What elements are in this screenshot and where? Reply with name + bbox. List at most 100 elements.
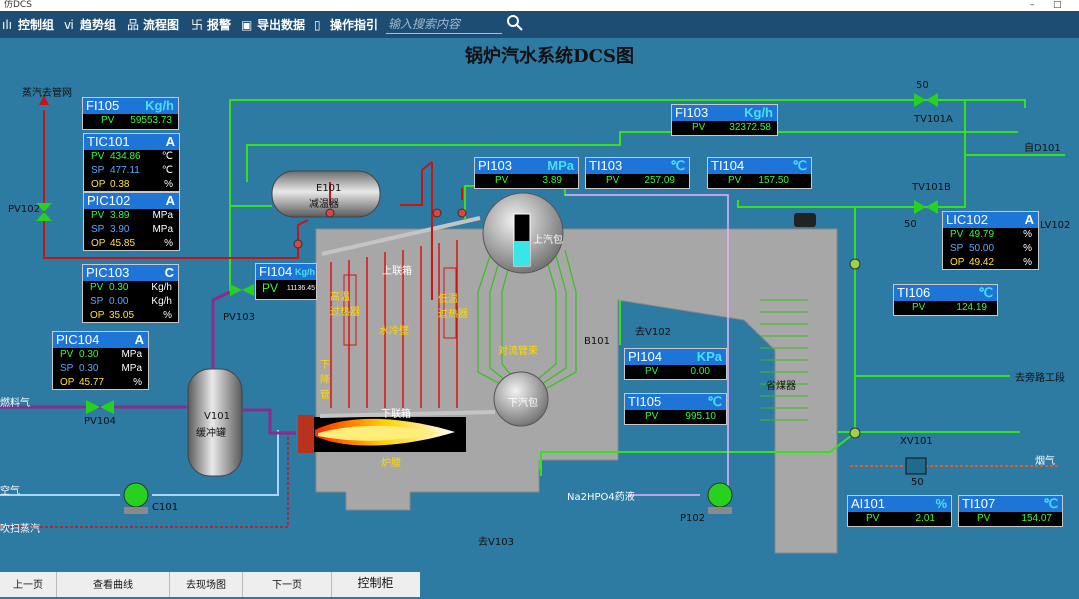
label-from-d101: 自D101	[1024, 143, 1061, 154]
panel-pic104-pv-unit: MPa	[121, 349, 142, 360]
panel-fi104-pv-key: PV	[262, 281, 279, 295]
hp-superheater	[343, 274, 357, 346]
label-upper-drum: 上汽包	[533, 235, 563, 246]
label-pv103: PV103	[223, 312, 255, 323]
panel-pic104-sp-value: 0.30	[79, 363, 99, 374]
guide-icon: ▯	[314, 18, 321, 32]
panel-fi105-unit: Kg/h	[145, 98, 174, 113]
panel-pic102-op-key: OP	[91, 238, 106, 249]
panel-pic103-pv-value: 0.30	[109, 282, 129, 293]
panel-pi103-pv-value: 3.89	[542, 175, 562, 186]
panel-ti105-unit: ℃	[707, 394, 722, 409]
panel-ti107-pv-value: 154.07	[1021, 513, 1052, 524]
label-lv102: LV102	[1040, 220, 1071, 231]
panel-ti107-unit: ℃	[1043, 496, 1058, 511]
panel-lic102-pv-unit: %	[1023, 229, 1032, 240]
panel-fi104-unit: Kg/h	[295, 267, 315, 277]
label-flue-gas: 烟气	[1035, 456, 1055, 467]
prev-page-button[interactable]: 上一页	[0, 572, 57, 597]
panel-lic102-unit: A	[1024, 212, 1034, 227]
panel-pic103-pv-key: PV	[90, 282, 104, 293]
panel-ai101-tag: AI101	[851, 496, 885, 511]
flowchart-icon: 品	[127, 18, 140, 32]
valve-tv101b	[914, 200, 938, 214]
toolbar-guide-label: 操作指引	[330, 18, 379, 32]
toolbar-flowchart[interactable]: 品流程图	[127, 17, 179, 33]
panel-pic104-pv-key: PV	[60, 349, 74, 360]
panel-pic103-op-value: 35.05	[109, 310, 135, 321]
maximize-button[interactable]: □	[1053, 0, 1062, 10]
panel-ai101-unit: %	[935, 496, 947, 511]
panel-tic101-pv-unit: ℃	[161, 151, 173, 162]
toolbar-trend-group-label: 趋势组	[80, 18, 117, 32]
label-p102: P102	[680, 513, 706, 524]
next-page-button[interactable]: 下一页	[243, 572, 332, 597]
panel-fi105-pv-key: PV	[101, 115, 115, 126]
trend-icon: ⅵ	[64, 18, 74, 32]
pump-c101	[123, 482, 149, 514]
panel-lic102-op-key: OP	[950, 257, 965, 268]
panel-lic102-pv-key: PV	[950, 229, 964, 240]
view-curve-button[interactable]: 查看曲线	[57, 572, 170, 597]
panel-pic102-tag: PIC102	[87, 193, 131, 208]
panel-pic102-op-value: 45.85	[110, 238, 136, 249]
panel-fi104-pv-value: 11136.45	[286, 285, 315, 292]
toolbar-trend-group[interactable]: ⅵ 趋势组	[64, 17, 116, 33]
go-field-view-button[interactable]: 去现场图	[170, 572, 243, 597]
search-icon[interactable]	[506, 14, 524, 32]
valve-pv103	[230, 284, 254, 296]
panel-ti104-pv-key: PV	[728, 175, 742, 186]
panel-pic103-tag: PIC103	[86, 265, 130, 280]
panel-pi104-pv-key: PV	[645, 366, 659, 377]
panel-lic102-op-value: 49.42	[969, 257, 995, 268]
panel-fi103-tag: FI103	[675, 105, 709, 120]
toolbar-guide[interactable]: ▯ 操作指引	[314, 17, 378, 33]
panel-pic102-pv-unit: MPa	[152, 210, 173, 221]
label-lp-superheater: 低温 过热器	[438, 294, 468, 320]
label-to-v102: 去V102	[635, 327, 671, 338]
label-b101: B101	[584, 336, 610, 347]
chimney-cap	[794, 213, 816, 227]
panel-pic104-op-unit: %	[133, 377, 142, 388]
panel-pic104-tag: PIC104	[56, 332, 100, 347]
toolbar-export[interactable]: ▣导出数据	[241, 17, 305, 33]
export-icon: ▣	[241, 18, 253, 32]
panel-tic101-op-value: 0.38	[110, 179, 130, 190]
label-lower-drum: 下汽包	[508, 398, 538, 409]
panel-fi103-pv-key: PV	[692, 122, 706, 133]
toolbar-flowchart-label: 流程图	[143, 18, 180, 32]
window-title: 仿DCS	[4, 0, 32, 10]
label-lower-header: 下联箱	[381, 409, 411, 420]
minimize-button[interactable]: –	[1030, 0, 1035, 10]
control-group-icon: ılı	[2, 18, 13, 32]
panel-ti103-pv-key: PV	[606, 175, 620, 186]
panel-ti106-pv-value: 124.19	[956, 302, 987, 313]
panel-pic102-pv-key: PV	[91, 210, 105, 221]
valve-pv102	[36, 203, 52, 221]
panel-tic101-tag: TIC101	[87, 134, 130, 149]
search-input[interactable]	[386, 15, 502, 34]
buffer-tank-v101	[187, 368, 243, 477]
label-economizer: 省煤器	[766, 381, 796, 392]
control-cabinet-button[interactable]: 控制柜	[357, 576, 394, 590]
toolbar-alarm[interactable]: 卐报警	[191, 17, 231, 33]
panel-lic102-sp-key: SP	[950, 243, 964, 254]
